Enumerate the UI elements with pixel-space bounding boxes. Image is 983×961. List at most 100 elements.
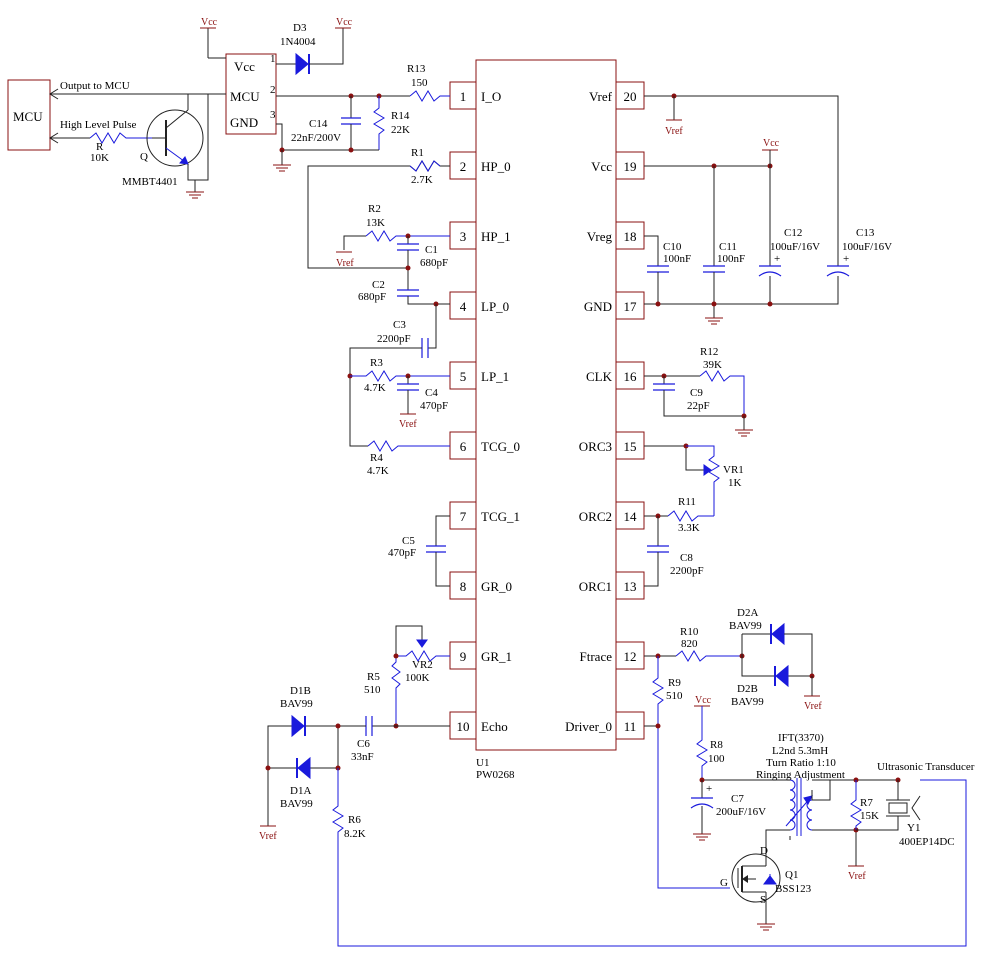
label-r1-value: 2.7K bbox=[411, 174, 433, 186]
label-c5-value: 470pF bbox=[388, 547, 416, 559]
pin-name: GR_0 bbox=[481, 579, 512, 594]
arrow-output-label: Output to MCU bbox=[60, 80, 130, 92]
pin-name: Ftrace bbox=[580, 649, 613, 664]
label-d2b-ref: D2B bbox=[737, 683, 758, 695]
label-c12-value: 100uF/16V bbox=[770, 241, 820, 253]
connector-pin-num: 1 bbox=[270, 53, 276, 65]
pin-num: 16 bbox=[624, 369, 638, 384]
label-c9-value: 22pF bbox=[687, 400, 710, 412]
connector-block bbox=[225, 53, 277, 135]
pin-num: 5 bbox=[460, 369, 467, 384]
label-r13-value: 150 bbox=[411, 77, 428, 89]
svg-text:+: + bbox=[774, 253, 780, 265]
arrow-pulse-icon bbox=[49, 132, 59, 144]
fet-pin-d: D bbox=[760, 845, 768, 857]
pin-num: 11 bbox=[624, 719, 637, 734]
ift-secondary-coil-icon bbox=[806, 799, 813, 831]
label-c13-ref: C13 bbox=[856, 227, 875, 239]
svg-text:+: + bbox=[843, 253, 849, 265]
connector-pin-name: Vcc bbox=[234, 59, 255, 74]
label-vr1-value: 1K bbox=[728, 477, 742, 489]
label-r14-ref: R14 bbox=[391, 110, 410, 122]
pin-name: Vreg bbox=[587, 229, 613, 244]
connector-pin-name: MCU bbox=[230, 89, 260, 104]
pin-num: 1 bbox=[460, 89, 467, 104]
mcu-block bbox=[7, 79, 51, 151]
label-r14-value: 22K bbox=[391, 124, 410, 136]
vref-label: Vref bbox=[804, 701, 822, 712]
label-c3-ref: C3 bbox=[393, 319, 406, 331]
label-r9-value: 510 bbox=[666, 690, 683, 702]
vref-label: Vref bbox=[848, 871, 866, 882]
resistor-r11 bbox=[667, 510, 714, 522]
resistor-r10 bbox=[675, 650, 742, 662]
pin-num: 18 bbox=[624, 229, 637, 244]
pin-num: 8 bbox=[460, 579, 467, 594]
pin-name: ORC2 bbox=[579, 509, 612, 524]
label-c1-value: 680pF bbox=[420, 257, 448, 269]
label-r12-ref: R12 bbox=[700, 346, 718, 358]
label-q1-ref: Q1 bbox=[785, 869, 798, 881]
label-c5-ref: C5 bbox=[402, 535, 415, 547]
arrow-pulse-label: High Level Pulse bbox=[60, 119, 136, 131]
label-r13-ref: R13 bbox=[407, 63, 426, 75]
pin-num: 10 bbox=[457, 719, 470, 734]
label-r10-value: 820 bbox=[681, 638, 698, 650]
label-r9-ref: R9 bbox=[668, 677, 681, 689]
ic-body bbox=[475, 59, 617, 751]
label-r6-ref: R6 bbox=[348, 814, 361, 826]
pin-num: 19 bbox=[624, 159, 637, 174]
pin-name: GND bbox=[584, 299, 612, 314]
label-r10-ref: R10 bbox=[680, 626, 699, 638]
vref-label: Vref bbox=[399, 419, 417, 430]
resistor-r5 bbox=[391, 656, 401, 726]
vref-label: Vref bbox=[259, 831, 277, 842]
connector-pin-num: 2 bbox=[270, 84, 276, 96]
label-r4-value: 4.7K bbox=[367, 465, 389, 477]
label-r7-value: 15K bbox=[860, 810, 879, 822]
resistor-r bbox=[89, 132, 152, 144]
pin-num: 2 bbox=[460, 159, 467, 174]
label-c7-value: 200uF/16V bbox=[716, 806, 766, 818]
ift-line3: Turn Ratio 1:10 bbox=[766, 757, 836, 769]
label-c6-value: 33nF bbox=[351, 751, 374, 763]
label-d2b-value: BAV99 bbox=[731, 696, 764, 708]
label-r5-value: 510 bbox=[364, 684, 381, 696]
label-c12-ref: C12 bbox=[784, 227, 802, 239]
label-c3-value: 2200pF bbox=[377, 333, 411, 345]
transistor-q-icon bbox=[146, 109, 204, 167]
label-d2a-ref: D2A bbox=[737, 607, 758, 619]
label-d3-value: 1N4004 bbox=[280, 36, 316, 48]
resistor-r4 bbox=[367, 440, 450, 452]
ift-line1: IFT(3370) bbox=[778, 732, 824, 744]
arrow-output-icon bbox=[49, 88, 59, 100]
pin-name: Echo bbox=[481, 719, 508, 734]
label-c14-value: 22nF/200V bbox=[291, 132, 341, 144]
pin-num: 14 bbox=[624, 509, 638, 524]
resistor-r6 bbox=[332, 768, 967, 947]
ift-line2: L2nd 5.3mH bbox=[772, 745, 828, 757]
pin-num: 13 bbox=[624, 579, 637, 594]
resistor-r2 bbox=[365, 230, 450, 242]
label-c8-value: 2200pF bbox=[670, 565, 704, 577]
transducer-label: Ultrasonic Transducer bbox=[877, 761, 975, 773]
pin-name: LP_0 bbox=[481, 299, 509, 314]
potentiometer-vr1 bbox=[686, 445, 720, 516]
label-vr1-ref: VR1 bbox=[723, 464, 744, 476]
pin-name: ORC3 bbox=[579, 439, 612, 454]
pin-name: I_O bbox=[481, 89, 501, 104]
label-c1-ref: C1 bbox=[425, 244, 438, 256]
label-r8-value: 100 bbox=[708, 753, 725, 765]
pin-name: Vcc bbox=[591, 159, 612, 174]
label-c11-value: 100nF bbox=[717, 253, 745, 265]
pin-num: 6 bbox=[460, 439, 467, 454]
label-r1-ref: R1 bbox=[411, 147, 424, 159]
label-r2-ref: R2 bbox=[368, 203, 381, 215]
resistor-r12 bbox=[699, 370, 745, 416]
vcc-label: Vcc bbox=[201, 17, 218, 28]
label-r4-ref: R4 bbox=[370, 452, 383, 464]
resistor-r14 bbox=[373, 96, 385, 150]
pin-name: HP_1 bbox=[481, 229, 511, 244]
